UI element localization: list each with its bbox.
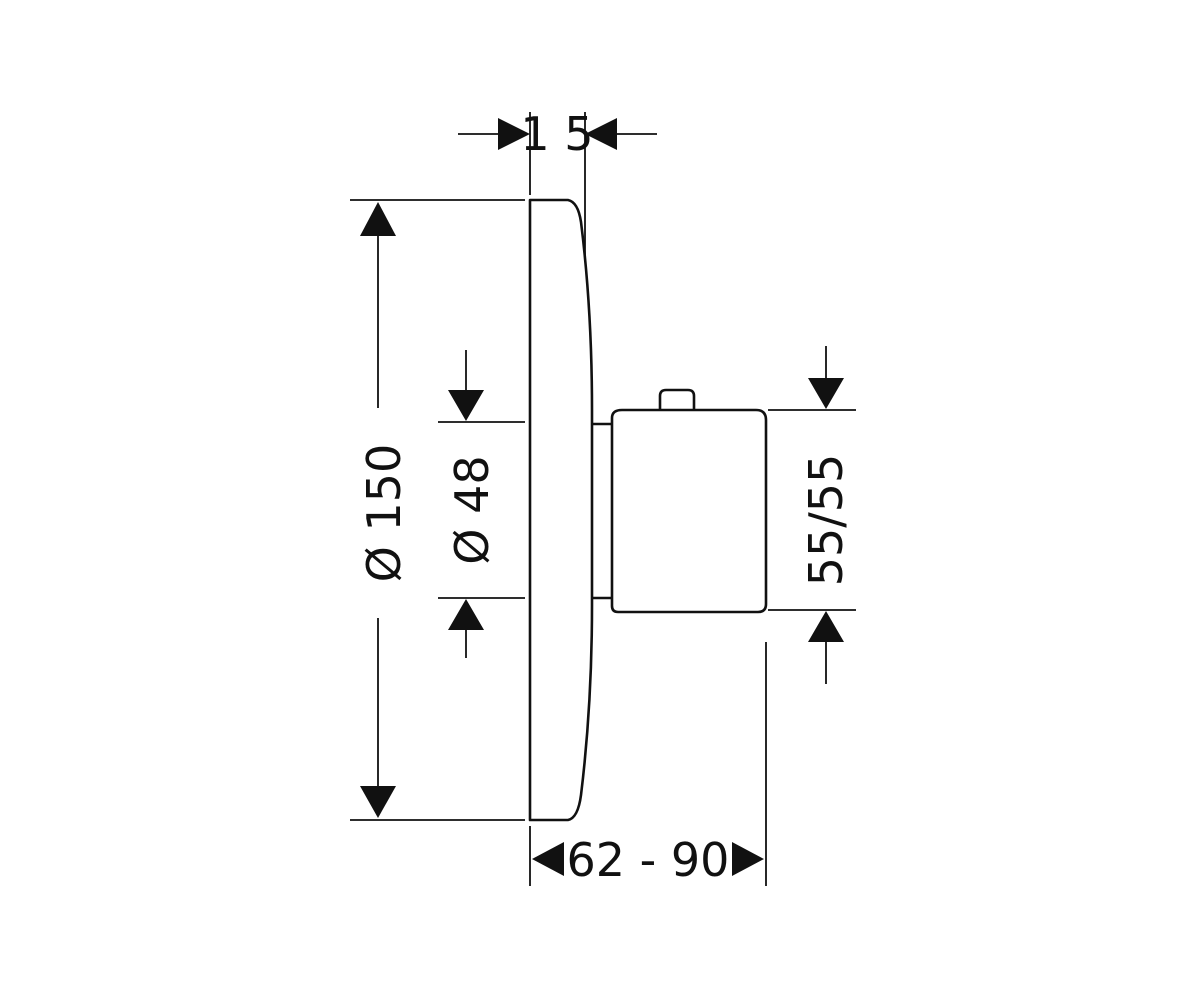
dimension-label-inner-diameter: Ø 48	[445, 455, 499, 564]
dimension-plate-diameter: Ø 150	[350, 199, 525, 821]
arrow-down-icon	[448, 390, 484, 421]
dimension-projection: 62 - 90	[529, 642, 767, 887]
arrow-up-icon	[448, 599, 484, 630]
wall-plate	[528, 198, 594, 822]
arrow-right-icon	[732, 842, 764, 876]
dimension-top-thickness: 1 5	[458, 107, 657, 262]
arrow-down-icon	[808, 378, 844, 409]
dimension-label-top-thickness: 1 5	[520, 107, 593, 161]
arrow-up-icon	[360, 202, 396, 236]
handle-stem	[592, 422, 612, 600]
arrow-left-icon	[585, 118, 617, 150]
dimension-handle-size: 55/55	[768, 346, 856, 684]
handle-body	[610, 388, 768, 614]
dimension-label-handle-size: 55/55	[799, 454, 853, 587]
arrow-down-icon	[360, 786, 396, 818]
arrow-left-icon	[532, 842, 564, 876]
dimension-inner-diameter: Ø 48	[438, 350, 525, 658]
dimension-label-plate-diameter: Ø 150	[357, 444, 411, 583]
arrow-right-icon	[498, 118, 530, 150]
dimension-label-projection: 62 - 90	[567, 833, 730, 887]
arrow-up-icon	[808, 611, 844, 642]
